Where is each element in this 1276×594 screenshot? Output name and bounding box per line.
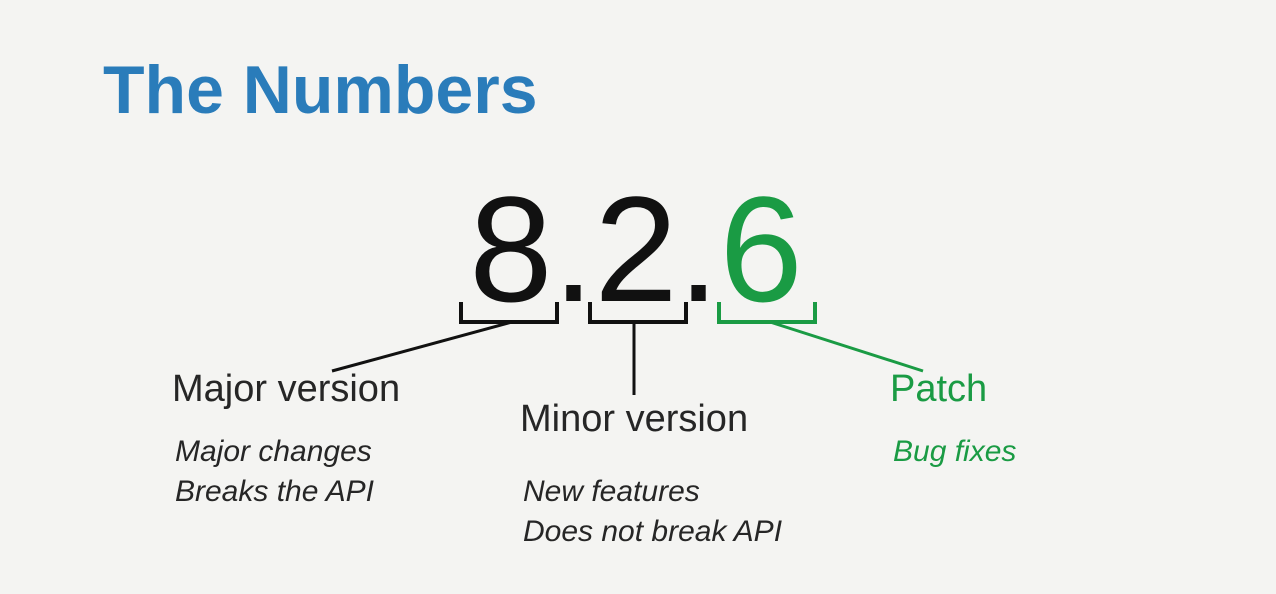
minor-note-line: New features (523, 475, 700, 508)
major-version-digit: 8 (469, 165, 553, 333)
minor-version-notes: New features Does not break API (523, 472, 782, 552)
major-version-notes: Major changes Breaks the API (175, 432, 374, 512)
minor-version-label: Minor version (520, 398, 749, 440)
slide-title: The Numbers (103, 52, 538, 128)
major-note-line: Breaks the API (175, 475, 374, 508)
patch-underline-bracket (717, 302, 817, 324)
version-separator-dot: . (552, 165, 595, 333)
major-version-label: Major version (172, 368, 401, 410)
minor-underline-bracket (588, 302, 688, 324)
patch-notes: Bug fixes (893, 432, 1016, 472)
patch-note-line: Bug fixes (893, 435, 1017, 468)
patch-version-digit: 6 (719, 165, 803, 333)
version-number: 8.2.6 (420, 174, 852, 324)
major-underline-bracket (459, 302, 559, 324)
version-separator-dot: . (677, 165, 720, 333)
major-note-line: Major changes (175, 435, 372, 468)
minor-version-digit: 2 (594, 165, 678, 333)
minor-note-line: Does not break API (523, 515, 783, 548)
patch-label: Patch (890, 368, 988, 410)
